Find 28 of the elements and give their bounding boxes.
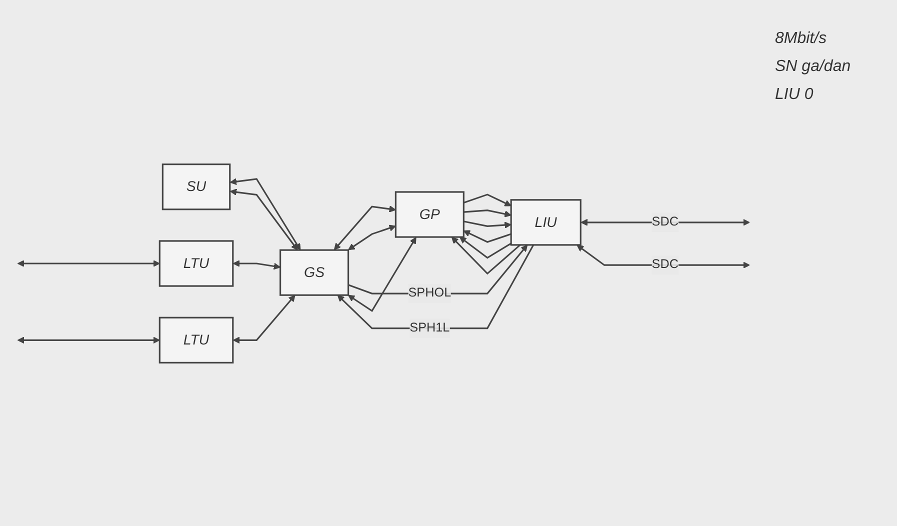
arrow	[348, 224, 396, 250]
node-box: GS	[280, 248, 350, 296]
node-box: LTU	[158, 316, 234, 363]
arrow	[17, 260, 160, 266]
arrow	[463, 230, 512, 242]
arrow	[230, 188, 298, 250]
signal-label: 8Mbit/s	[775, 30, 828, 48]
edge-label: SDC	[652, 257, 678, 271]
edge-label: SPH1L	[410, 320, 450, 334]
arrow	[230, 178, 301, 250]
node-box: LIU	[510, 198, 582, 246]
node-box: GP	[394, 190, 464, 238]
arrow	[348, 236, 416, 312]
signal-label: SN ga/dan	[775, 58, 852, 76]
arrow	[232, 260, 281, 270]
arrow	[464, 220, 512, 228]
arrow	[232, 294, 296, 344]
arrow	[451, 236, 521, 274]
arrow	[334, 205, 396, 250]
node-box: SU	[162, 163, 231, 210]
node-box: LTU	[158, 240, 234, 286]
arrow	[464, 209, 512, 217]
arrow	[463, 193, 512, 206]
edge-label: SPHOL	[408, 286, 452, 300]
signal-label: LIU 0	[775, 86, 814, 104]
arrow	[17, 336, 160, 344]
edge-label: SDC	[652, 214, 678, 228]
arrow	[459, 236, 512, 258]
